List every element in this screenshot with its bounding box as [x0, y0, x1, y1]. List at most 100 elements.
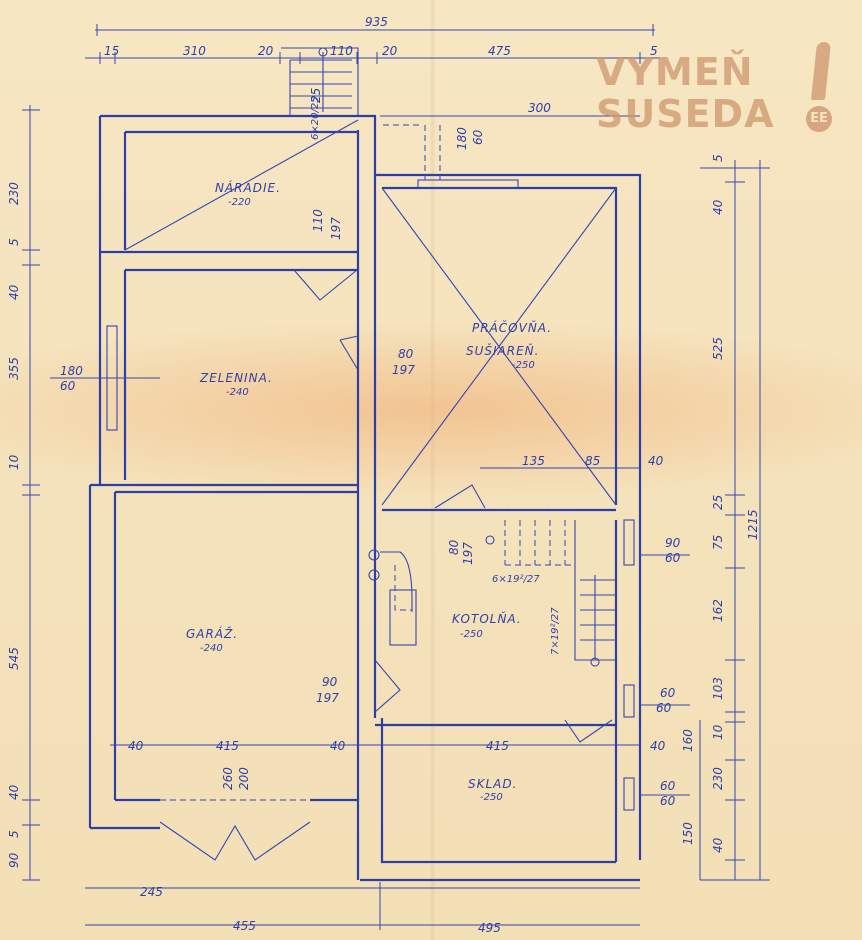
dim-text: 60	[660, 686, 676, 700]
dim-text: 197	[316, 691, 339, 705]
room-name-zelenina: ZELENINA.	[199, 371, 273, 385]
dim-text: 40	[7, 284, 21, 300]
walls	[88, 114, 642, 882]
dim-text: 162	[711, 599, 725, 622]
room-labels: NÁRADIE. -220 ZELENINA. -240 PRÁČOVŇA. S…	[186, 180, 552, 803]
dim-text: 1215	[746, 509, 760, 540]
dim-text: 10	[7, 454, 21, 470]
dim-text: 310	[183, 44, 206, 58]
dim-text: 495	[478, 921, 501, 935]
room-level-susiaren: -250	[512, 360, 535, 371]
dim-text: 7×19²/27	[550, 607, 561, 655]
room-name-kotolna: KOTOLŇA.	[452, 611, 522, 626]
dim-text: 25	[711, 495, 725, 510]
dim-text: 60	[665, 551, 681, 565]
wall-bottom-mid	[310, 798, 360, 880]
dim-text: 25	[309, 88, 323, 103]
dim-text: 75	[711, 535, 725, 550]
dim-text: 10	[711, 724, 725, 740]
dim-text: 60	[471, 129, 485, 145]
dim-text: 180	[455, 127, 469, 150]
stairs	[281, 47, 616, 667]
dims-interior: 180 60 110 197 180 60 80 197 135 85 40 8…	[60, 127, 681, 808]
dim-text: 103	[711, 677, 725, 700]
dim-text: 110	[330, 44, 353, 58]
dim-text: 20	[258, 44, 274, 58]
dim-text: 90	[7, 852, 21, 868]
dim-text: 60	[660, 779, 676, 793]
fixtures	[368, 549, 417, 646]
dim-text: 90	[322, 675, 338, 689]
dim-text: 60	[60, 379, 76, 393]
dim-text: 80	[398, 347, 414, 361]
dim-text: 40	[7, 784, 21, 800]
room-level-naradie: -220	[228, 197, 251, 208]
room-level-kotolna: -250	[460, 629, 483, 640]
dim-text: 40	[711, 199, 725, 215]
room-level-zelenina: -240	[226, 387, 249, 398]
dim-text: 110	[311, 209, 325, 232]
wall-top-left	[100, 114, 377, 175]
exclamation-icon	[810, 42, 832, 100]
logo-badge: EE	[806, 106, 832, 132]
dim-text: 260	[221, 767, 235, 790]
dim-text: 230	[711, 767, 725, 790]
dim-text: 5	[711, 154, 725, 162]
dim-text: 40	[711, 837, 725, 853]
room-level-sklad: -250	[480, 792, 503, 803]
dim-text: 415	[486, 739, 509, 753]
dim-text: 935	[365, 15, 388, 29]
room-level-garaz: -240	[200, 643, 223, 654]
dim-text: 135	[522, 454, 545, 468]
dim-text: 415	[216, 739, 239, 753]
dim-text: 545	[7, 647, 21, 670]
dims-left: 230 5 40 355 10 545 40 90 5	[7, 182, 21, 868]
dim-text: 40	[648, 454, 664, 468]
dim-text: 90	[665, 536, 681, 550]
dim-text: 197	[392, 363, 415, 377]
dim-text: 5	[7, 830, 21, 838]
dim-text: 355	[7, 357, 21, 380]
dim-text: 40	[650, 739, 666, 753]
dim-text: 6×19²/27	[492, 574, 540, 585]
room-name-pracovna: PRÁČOVŇA.	[472, 320, 552, 335]
dim-text: 525	[711, 337, 725, 360]
room-name-garaz: GARÁŽ.	[186, 626, 238, 641]
dim-text: 300	[528, 101, 551, 115]
dimension-lines	[22, 24, 770, 930]
diagonals	[124, 119, 617, 506]
dim-text: 455	[233, 919, 256, 933]
site-logo: VYMEŇ SUSEDA EE	[592, 40, 852, 140]
dim-text: 475	[488, 44, 511, 58]
dim-text: 230	[7, 182, 21, 205]
room-name-sklad: SKLAD.	[468, 777, 517, 791]
dims-right: 5 40 525 25 75 162 103 10 160 230 150 40…	[681, 154, 760, 853]
dim-text: 197	[329, 217, 343, 240]
dim-text: 85	[585, 454, 600, 468]
room-name-susiaren: SUŠIAREŇ.	[466, 343, 539, 358]
dim-text: 197	[461, 542, 475, 565]
room-name-naradie: NÁRADIE.	[215, 180, 281, 195]
wall-sklad	[380, 718, 616, 864]
dim-text: 40	[330, 739, 346, 753]
logo-line-1: VYMEŇ	[596, 50, 754, 94]
stair-wall	[574, 520, 616, 661]
logo-line-2: SUSEDA	[596, 92, 775, 136]
dim-text: 80	[447, 539, 461, 555]
dim-text: 5	[650, 44, 658, 58]
dim-text: 180	[60, 364, 83, 378]
dim-text: 15	[104, 44, 119, 58]
dim-text: 60	[656, 701, 672, 715]
dim-text: 5	[7, 238, 21, 246]
dim-text: 150	[681, 822, 695, 845]
dims-bottom: 245 455 495	[140, 885, 501, 935]
dim-text: 60	[660, 794, 676, 808]
dim-text: 200	[237, 767, 251, 790]
dim-text: 245	[140, 885, 163, 899]
dim-text: 6×20/25	[310, 96, 321, 140]
dim-text: 40	[128, 739, 144, 753]
dim-text: 20	[382, 44, 398, 58]
dim-text: 160	[681, 729, 695, 752]
